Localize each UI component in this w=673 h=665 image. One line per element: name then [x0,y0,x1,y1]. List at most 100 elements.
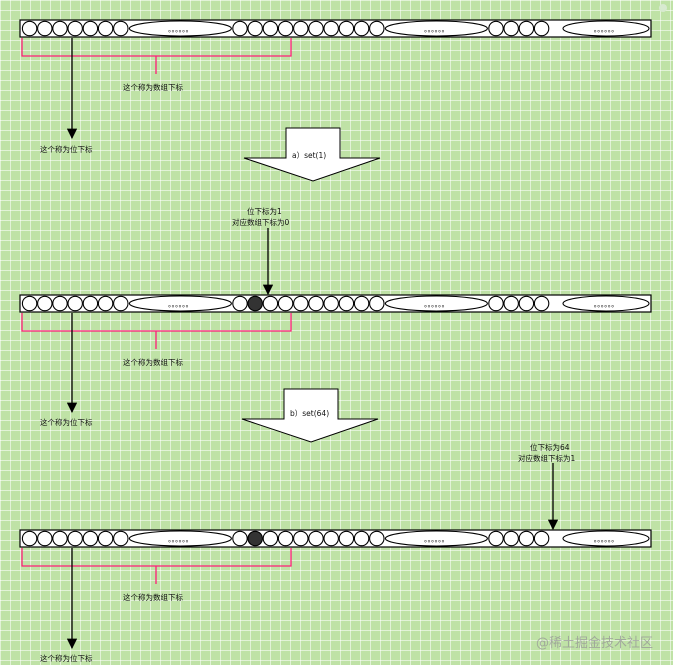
bit-slot [262,295,279,312]
bit-slot [308,295,324,312]
bit-slot [97,530,114,547]
bit-array-row: 。。。。。。 。。。。。。 。。。。。。 [19,529,652,548]
bit-slot [21,20,38,37]
bit-slot [52,295,68,312]
bit-slot [503,20,519,37]
bit-slot [293,530,309,547]
array-index-label: 这个称为数组下标 [123,592,183,602]
bit-slot [293,20,309,37]
bit-slot [113,20,129,37]
ellipsis-blob [128,295,232,312]
bit-slot [308,530,324,547]
bit-slot [67,530,83,547]
bit-slot [518,530,535,547]
ellipsis-text: 。。。。。。 [168,301,193,309]
array-index-label: 这个称为数组下标 [123,357,183,367]
bit-slot [37,20,53,37]
step-label: b）set(64) [290,409,329,418]
bit-slot [21,530,38,547]
array-index-label: 这个称为数组下标 [123,82,183,92]
bit-slot [113,295,129,312]
watermark: @稀土掘金技术社区 [535,636,653,651]
ellipsis-blob [562,295,650,312]
array-index-bracket [21,38,292,74]
bit-slot [518,20,535,37]
bit-slot [293,295,309,312]
ellipsis-blob [128,20,232,37]
ellipsis-blob [384,20,488,37]
ellipsis-blob [384,295,488,312]
bit-slot [67,20,83,37]
ellipsis-text: 。。。。。。 [168,26,193,34]
bit-slot [247,20,263,37]
bit-slot [323,295,339,312]
set-bit [247,295,263,312]
bit-slot [533,20,550,37]
bit-slot [52,20,68,37]
bit-slot [503,530,519,547]
step-arrow: b）set(64) [241,388,379,443]
bit-slot [82,295,99,312]
bit-slot [488,295,504,312]
ellipsis-text: 。。。。。。 [594,26,619,34]
bit-slot [82,530,99,547]
array-index-bracket [21,548,292,584]
bit-index-label: 这个称为位下标 [40,417,93,427]
bit-slot [503,295,519,312]
ellipsis-text: 。。。。。。 [168,536,193,544]
bit-slot [97,20,114,37]
bit-index-label: 这个称为位下标 [40,144,93,154]
bit-slot [277,295,294,312]
bit-slot [369,530,385,547]
ellipsis-blob [562,20,650,37]
bit-slot [353,20,370,37]
bit-slot [37,295,53,312]
bit-slot [518,295,535,312]
ellipsis-text: 。。。。。。 [594,536,619,544]
bit-slot [369,295,385,312]
set-bit [247,530,263,547]
bit-slot [52,530,68,547]
bit-slot [37,530,53,547]
bit-slot [277,20,294,37]
bit-slot [82,20,99,37]
pointer-label-line-2: 对应数组下标为1 [518,453,575,463]
corner-dot [659,4,667,12]
pointer-label-line-2: 对应数组下标为0 [232,217,289,227]
bit-slot [232,295,248,312]
bit-slot [338,295,355,312]
ellipsis-text: 。。。。。。 [424,536,449,544]
bit-slot [323,20,339,37]
pointer-label-line-1: 位下标为1 [247,206,282,216]
bit-slot [113,530,129,547]
bit-slot [338,530,355,547]
bit-slot [369,20,385,37]
step-label: a）set(1) [292,151,326,160]
ellipsis-blob [384,530,488,547]
ellipsis-text: 。。。。。。 [594,301,619,309]
bit-slot [353,295,370,312]
bit-slot [262,530,279,547]
bit-slot [308,20,324,37]
step-arrow: a）set(1) [243,127,381,182]
bit-slot [323,530,339,547]
ellipsis-blob [128,530,232,547]
ellipsis-blob [562,530,650,547]
bit-slot [277,530,294,547]
bit-slot [97,295,114,312]
bit-slot [353,530,370,547]
bit-slot [21,295,38,312]
bit-index-label: 这个称为位下标 [40,653,93,663]
bit-array-row: 。。。。。。 。。。。。。 。。。。。。 [19,19,652,38]
bit-slot [232,530,248,547]
bit-slot [232,20,248,37]
bit-slot [533,530,550,547]
bit-slot [488,20,504,37]
bit-slot [262,20,279,37]
array-index-bracket [21,313,292,349]
bit-slot [488,530,504,547]
pointer-label-line-1: 位下标为64 [530,442,570,452]
bit-slot [338,20,355,37]
ellipsis-text: 。。。。。。 [424,26,449,34]
